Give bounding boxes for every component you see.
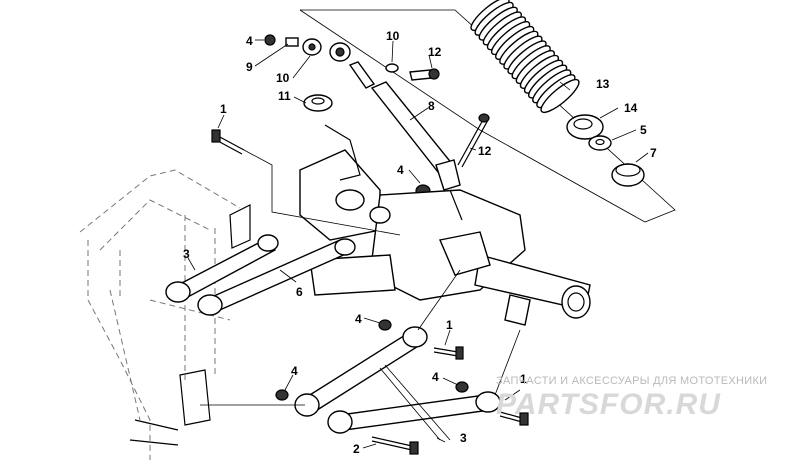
shock-absorber bbox=[329, 42, 461, 191]
upper-link-6 bbox=[197, 238, 356, 316]
label-12-top: 12 bbox=[428, 45, 442, 59]
callout-labels: 4 9 10 10 12 11 8 13 14 5 7 1 12 4 3 6 4… bbox=[183, 29, 657, 456]
assembly-lines bbox=[200, 269, 521, 441]
lower-link-lower bbox=[327, 391, 501, 434]
label-4-top: 4 bbox=[246, 34, 253, 48]
label-14: 14 bbox=[624, 101, 638, 115]
spring-detail-box bbox=[299, 9, 676, 223]
label-4-mid: 4 bbox=[355, 312, 362, 326]
watermark-logo: PARTSFOR.RU bbox=[496, 388, 721, 421]
label-6: 6 bbox=[296, 285, 303, 299]
spring-coil bbox=[540, 78, 580, 114]
callout-leaders bbox=[187, 39, 649, 449]
spring-collar-7 bbox=[611, 163, 645, 187]
label-3-lower: 3 bbox=[460, 431, 467, 445]
coil-spring bbox=[470, 0, 580, 114]
label-2: 2 bbox=[353, 442, 360, 456]
label-1-top: 1 bbox=[220, 102, 227, 116]
leader-bolt-1 bbox=[243, 149, 401, 236]
label-12-mid: 12 bbox=[478, 144, 492, 158]
upper-link-3 bbox=[165, 234, 279, 303]
watermark-tagline: ЗАПЧАСТИ И АКСЕССУАРЫ ДЛЯ МОТОТЕХНИКИ bbox=[496, 375, 767, 387]
label-4-lowleft: 4 bbox=[291, 364, 298, 378]
spring-washer-5 bbox=[588, 135, 612, 151]
label-4-shock: 4 bbox=[397, 163, 404, 177]
spring-retainer-14 bbox=[566, 114, 604, 140]
bolt-12-middle bbox=[457, 113, 490, 168]
label-8: 8 bbox=[428, 99, 435, 113]
axle-housing bbox=[299, 124, 591, 326]
label-10-right: 10 bbox=[386, 29, 400, 43]
label-1-low: 1 bbox=[520, 372, 527, 386]
lower-link-upper bbox=[294, 326, 428, 417]
lower-hardware bbox=[275, 319, 529, 455]
label-7: 7 bbox=[650, 146, 657, 160]
label-5: 5 bbox=[640, 123, 647, 137]
label-11: 11 bbox=[278, 89, 291, 103]
label-10-left: 10 bbox=[276, 71, 290, 85]
bolt-1-upper bbox=[211, 129, 245, 155]
label-9: 9 bbox=[246, 60, 253, 74]
label-1-mid: 1 bbox=[446, 318, 453, 332]
watermark: ЗАПЧАСТИ И АКСЕССУАРЫ ДЛЯ МОТОТЕХНИКИ PA… bbox=[496, 375, 767, 421]
label-4-lowright: 4 bbox=[432, 370, 439, 384]
label-3-upper: 3 bbox=[183, 247, 190, 261]
frame-outline bbox=[79, 169, 251, 460]
label-13: 13 bbox=[596, 77, 610, 91]
top-mount-hardware bbox=[264, 34, 440, 112]
